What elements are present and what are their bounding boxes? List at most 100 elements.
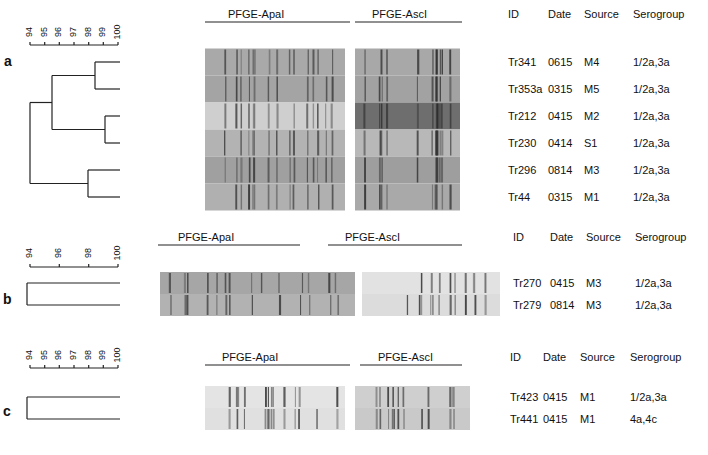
gel-band bbox=[248, 104, 249, 129]
strain-field: 1/2a,3a bbox=[633, 83, 670, 95]
gel-band bbox=[268, 185, 270, 210]
gel-band bbox=[293, 185, 295, 210]
gel-band bbox=[436, 77, 438, 102]
gel-band bbox=[364, 185, 366, 210]
axis-tick-label: 100 bbox=[113, 347, 123, 362]
gel-band bbox=[207, 295, 209, 315]
gel-band bbox=[254, 50, 255, 75]
panel-art bbox=[27, 245, 500, 316]
gel-band bbox=[294, 104, 295, 129]
dendrogram-branch bbox=[88, 196, 120, 197]
gel-band bbox=[407, 295, 408, 315]
gel-band bbox=[316, 409, 317, 429]
gel-band bbox=[436, 131, 438, 156]
gel-band bbox=[474, 295, 476, 315]
gel-band bbox=[312, 50, 314, 75]
gel-band bbox=[438, 295, 439, 315]
gel-band bbox=[376, 387, 378, 407]
gel-band bbox=[236, 50, 237, 75]
gel-band bbox=[450, 104, 452, 129]
gel-band bbox=[207, 273, 209, 293]
column-header: Source bbox=[580, 351, 615, 363]
dendrogram-branch bbox=[95, 61, 120, 62]
gel-band bbox=[277, 77, 278, 102]
axis-tick-label: 97 bbox=[69, 350, 79, 360]
gel-band bbox=[364, 131, 366, 156]
panel-letter: c bbox=[3, 404, 11, 419]
gel-band bbox=[336, 409, 338, 429]
gel-band bbox=[437, 158, 439, 183]
strain-field: M1 bbox=[580, 391, 595, 403]
gel-band bbox=[432, 104, 434, 129]
axis-tick bbox=[44, 42, 45, 45]
dendrogram-branch bbox=[30, 183, 88, 184]
gel-band bbox=[276, 104, 278, 129]
gel-band bbox=[248, 185, 250, 210]
gel-lane bbox=[355, 49, 460, 76]
gel-band bbox=[439, 104, 441, 129]
gel-band bbox=[398, 387, 399, 407]
gel-band bbox=[417, 50, 419, 75]
strain-field: M4 bbox=[584, 56, 599, 68]
gel-band bbox=[453, 387, 454, 407]
gel-band bbox=[332, 185, 334, 210]
gel-lane bbox=[355, 386, 470, 408]
gel-band bbox=[241, 50, 242, 75]
gel-band bbox=[449, 409, 451, 429]
gel-band bbox=[268, 158, 270, 183]
dendrogram-branch bbox=[105, 142, 120, 143]
axis-tick-label: 100 bbox=[113, 24, 123, 39]
gel-band bbox=[379, 104, 380, 129]
gel-band bbox=[453, 409, 454, 429]
gel-band bbox=[381, 104, 383, 129]
gel-band bbox=[484, 273, 486, 293]
axis-tick-label: 96 bbox=[54, 27, 64, 37]
gel-band bbox=[440, 50, 441, 75]
gel-lane bbox=[205, 157, 345, 184]
gel-band bbox=[186, 295, 188, 315]
dendrogram-branch bbox=[30, 102, 52, 103]
gel-band bbox=[435, 158, 436, 183]
gel-band bbox=[241, 185, 242, 210]
gel-band bbox=[332, 131, 334, 156]
gel-band bbox=[431, 131, 432, 156]
gel-band bbox=[253, 131, 254, 156]
strain-field: 1/2a,3a bbox=[633, 56, 670, 68]
gel-band bbox=[454, 273, 455, 293]
gel-band bbox=[254, 104, 255, 129]
gel-band bbox=[465, 295, 467, 315]
gel-band bbox=[417, 77, 418, 102]
gel-band bbox=[248, 131, 249, 156]
strain-field: 0415 bbox=[543, 391, 567, 403]
axis-tick bbox=[117, 42, 118, 45]
gel-band bbox=[393, 409, 394, 429]
gel-band bbox=[432, 50, 433, 75]
gel-lane bbox=[205, 408, 345, 430]
gel-lane bbox=[355, 184, 460, 211]
gel-band bbox=[417, 158, 419, 183]
gel-band bbox=[328, 273, 330, 293]
axis-tick bbox=[103, 42, 104, 45]
gel-band bbox=[307, 77, 309, 102]
strain-field: 1/2a,3a bbox=[633, 191, 670, 203]
gel-band bbox=[307, 185, 308, 210]
gel-band bbox=[307, 158, 308, 183]
gel-band bbox=[436, 131, 438, 156]
gel-band bbox=[225, 77, 226, 102]
axis-tick bbox=[59, 264, 60, 267]
gel-band bbox=[276, 131, 277, 156]
gel-band bbox=[421, 273, 423, 293]
strain-field: M2 bbox=[584, 110, 599, 122]
axis-tick-label: 100 bbox=[113, 245, 123, 260]
gel-band bbox=[419, 295, 420, 315]
gel-band bbox=[216, 273, 217, 293]
gel-band bbox=[261, 273, 262, 293]
dendrogram-branch bbox=[52, 75, 95, 76]
gel-band bbox=[420, 295, 422, 315]
gel-band bbox=[450, 295, 452, 315]
axis-tick-label: 98 bbox=[84, 350, 94, 360]
strain-field: 0315 bbox=[548, 191, 572, 203]
gel-band bbox=[449, 77, 451, 102]
gel-band bbox=[254, 77, 256, 102]
